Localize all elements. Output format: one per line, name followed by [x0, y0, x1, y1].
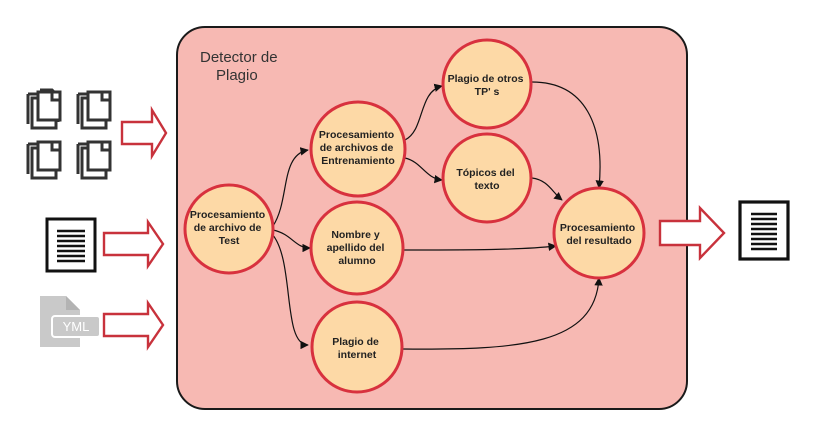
- node-internet-label: Plagio de internet: [332, 336, 382, 361]
- file-copy-icon: [76, 140, 112, 180]
- edge-other-result: [531, 81, 604, 189]
- input-arrow: [102, 299, 165, 351]
- node-other-tps: Plagio de otros TP' s: [441, 38, 533, 130]
- edge-test-internet: [271, 233, 309, 350]
- node-topics-label: Tópicos del texto: [456, 167, 517, 192]
- edge-test-name: [272, 229, 311, 253]
- node-training: Procesamiento de archivos de Entrenamien…: [309, 100, 407, 198]
- file-copy-icon: [76, 90, 112, 130]
- edge-training-other: [404, 83, 443, 141]
- node-result: Procesamiento del resultado: [552, 186, 646, 280]
- yml-label: YML: [63, 319, 90, 334]
- edge-topics-result: [531, 177, 563, 201]
- node-name-label: Nombre y apellido del alumno: [327, 229, 388, 267]
- input-arrow: [102, 218, 165, 270]
- node-other-tps-label: Plagio de otros TP' s: [448, 73, 527, 98]
- file-copy-icon: [26, 140, 62, 180]
- yml-file-icon: YML: [40, 296, 101, 347]
- node-result-label: Procesamiento del resultado: [560, 222, 638, 247]
- edge-name-result: [402, 242, 557, 252]
- file-copy-icon: [26, 88, 62, 130]
- node-name: Nombre y apellido del alumno: [309, 200, 405, 296]
- input-arrow: [120, 105, 168, 161]
- document-icon: [45, 217, 97, 273]
- node-test: Procesamiento de archivo de Test: [183, 183, 275, 275]
- edge-test-training: [272, 147, 309, 227]
- output-arrow: [658, 205, 726, 261]
- file-copies-icon: [26, 88, 112, 180]
- edge-internet-result: [402, 277, 603, 350]
- node-test-label: Procesamiento de archivo de Test: [190, 209, 268, 247]
- edge-training-topics: [404, 157, 443, 184]
- node-topics: Tópicos del texto: [441, 132, 533, 224]
- node-training-label: Procesamiento de archivos de Entrenamien…: [319, 129, 397, 167]
- connectors: [271, 81, 604, 350]
- node-internet: Plagio de internet: [310, 300, 404, 394]
- detector-panel: [176, 26, 688, 410]
- output-document-icon: [738, 200, 790, 261]
- panel-title: Detector de Plagio: [200, 49, 282, 84]
